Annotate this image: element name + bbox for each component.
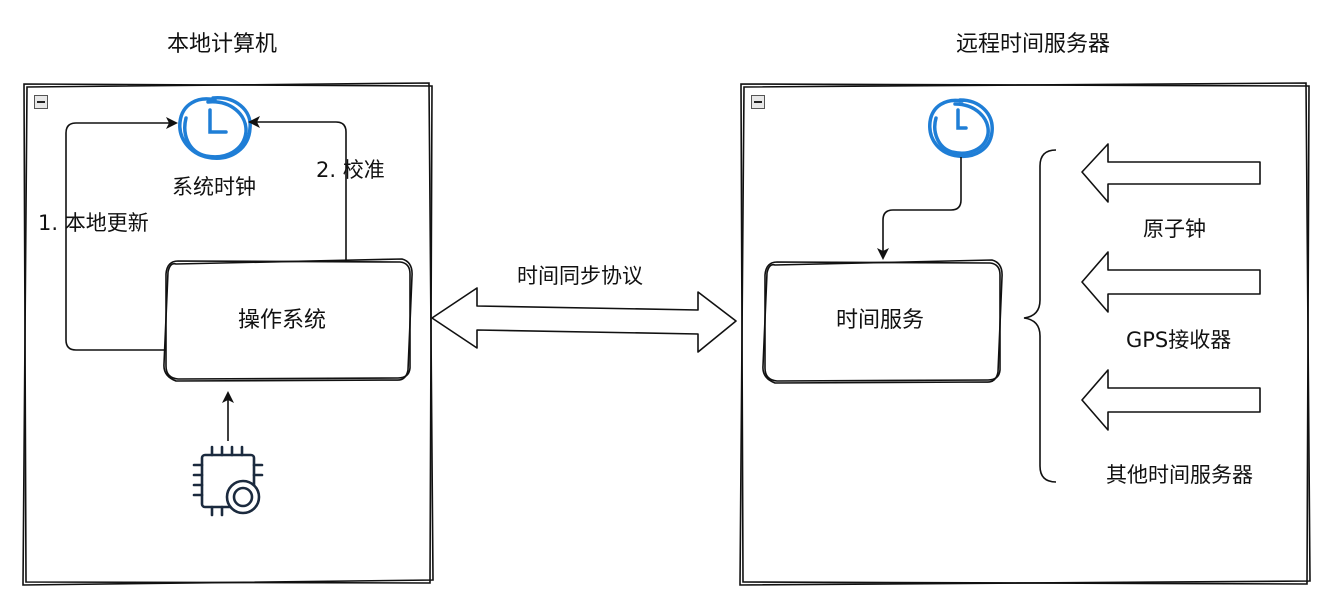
local-panel-frame <box>22 82 434 586</box>
step-update-label: 1. 本地更新 <box>38 211 149 235</box>
step-calibrate-label: 2. 校准 <box>316 158 385 182</box>
local-panel-title: 本地计算机 <box>167 32 278 57</box>
source-other-servers: 其他时间服务器 <box>1106 463 1253 487</box>
calibrate-connector <box>248 116 347 261</box>
source-atomic-clock: 原子钟 <box>1143 217 1206 241</box>
os-label: 操作系统 <box>238 308 327 333</box>
source-gps-receiver: GPS接收器 <box>1126 328 1232 352</box>
remote-panel-collapse-button[interactable] <box>751 95 765 109</box>
remote-panel-title: 远程时间服务器 <box>956 32 1111 57</box>
cpu-chip-clock-icon <box>192 445 264 517</box>
time-service-label: 时间服务 <box>836 308 925 333</box>
protocol-label: 时间同步协议 <box>517 264 643 288</box>
local-update-connector <box>65 117 178 351</box>
protocol-double-arrow <box>431 287 737 353</box>
source-arrow-other <box>1081 369 1261 431</box>
source-arrow-gps <box>1081 251 1261 313</box>
local-panel-collapse-button[interactable] <box>34 95 48 109</box>
remote-panel-frame <box>739 82 1311 586</box>
system-clock-icon <box>178 96 252 160</box>
os-box <box>163 258 413 382</box>
remote-clock-icon <box>928 98 994 159</box>
time-service-box <box>762 259 1003 384</box>
remote-clock-connector <box>877 157 962 260</box>
system-clock-label: 系统时钟 <box>172 175 256 199</box>
source-arrow-atomic <box>1081 143 1261 203</box>
sources-brace <box>1023 149 1057 483</box>
